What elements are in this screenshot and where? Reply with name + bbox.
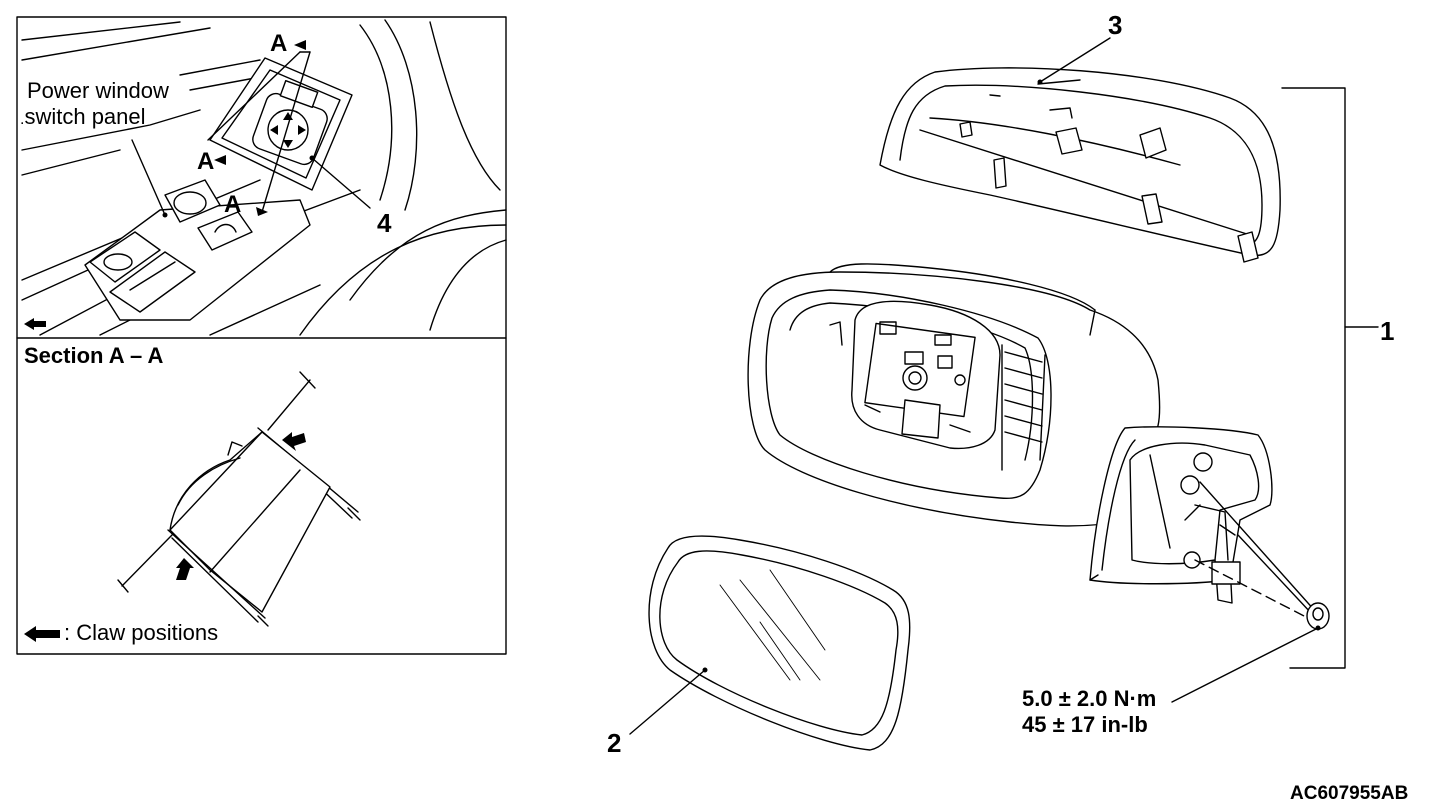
- part-2-mirror-glass: [648, 535, 911, 751]
- callout-4: 4: [377, 208, 392, 238]
- section-letter-top: A: [270, 30, 288, 57]
- part-3-mirror-cover: [879, 67, 1281, 263]
- claw-legend-text: : Claw positions: [64, 620, 219, 645]
- leader-lines: [629, 37, 1330, 735]
- mirror-housing: [747, 263, 1161, 527]
- section-a-a-illustration: [24, 371, 361, 642]
- inset-frame: [16, 16, 507, 655]
- part-1-bracket: [1281, 87, 1379, 669]
- figure-code: AC607955AB: [1290, 783, 1409, 804]
- power-window-label-text: switch panel: [24, 104, 146, 129]
- torque-imperial: 45 ± 17 in-lb: [1022, 712, 1148, 737]
- power-window-label-line1: Power window: [27, 78, 169, 103]
- callout-3: 3: [1108, 10, 1123, 40]
- power-window-label-line2: .switch panel: [20, 106, 146, 128]
- callout-1: 1: [1380, 316, 1395, 346]
- door-trim-illustration: [21, 19, 507, 336]
- section-letter-bottom: A: [224, 191, 242, 218]
- section-letter-left: A: [197, 148, 215, 175]
- callout-2: 2: [607, 728, 622, 758]
- power-window-label-dot: .: [20, 111, 25, 128]
- section-title: Section A – A: [24, 343, 164, 368]
- mirror-base: [1089, 426, 1273, 604]
- torque-metric: 5.0 ± 2.0 N·m: [1022, 686, 1157, 711]
